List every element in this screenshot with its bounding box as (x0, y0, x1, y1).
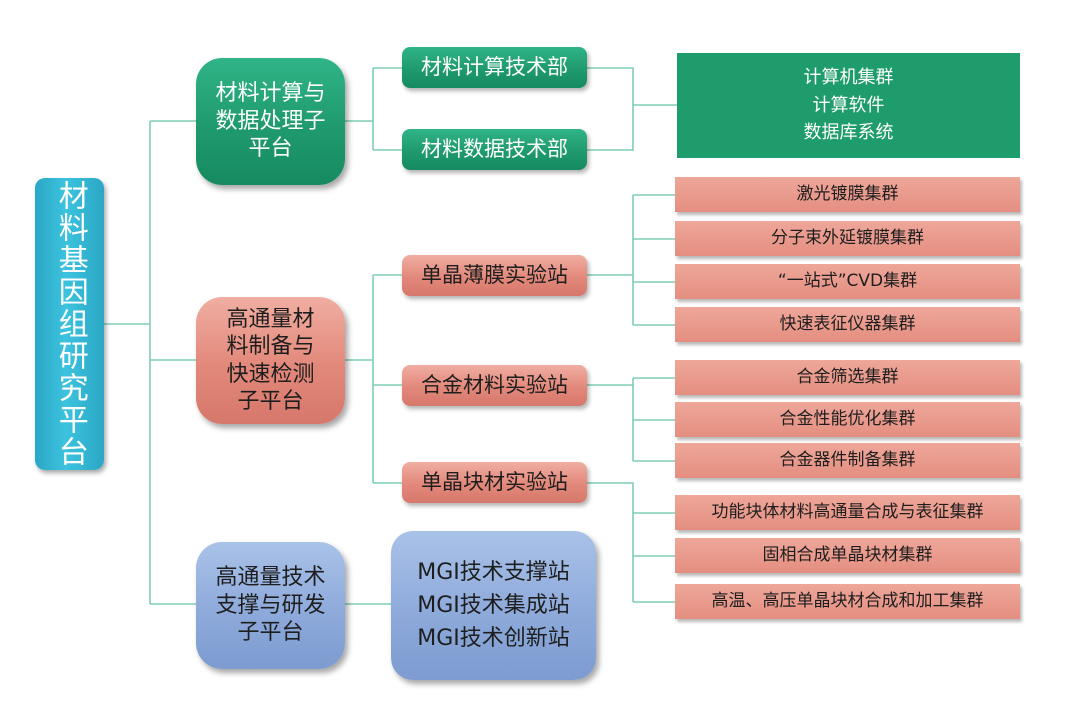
mgi-station: MGI技术支撑站 (417, 560, 570, 585)
cluster-alloy: 合金性能优化集群 (675, 402, 1020, 437)
dept-materials-data: 材料数据技术部 (402, 129, 587, 170)
cluster-alloy: 合金筛选集群 (675, 360, 1020, 395)
mgi-stations-box: MGI技术支撑站 MGI技术集成站 MGI技术创新站 (391, 531, 596, 680)
cluster-film: 激光镀膜集群 (675, 177, 1020, 212)
cluster-alloy: 合金器件制备集群 (675, 443, 1020, 478)
compute-item: 数据库系统 (803, 122, 894, 144)
sub-platform-computing: 材料计算与 数据处理子 平台 (196, 58, 345, 185)
sub-platform-tech-support: 高通量技术 支撑与研发 子平台 (196, 542, 345, 669)
sub-platform-tech-support-label: 高通量技术 支撑与研发 子平台 (215, 565, 326, 646)
compute-resources-box: 计算机集群 计算软件 数据库系统 (677, 53, 1020, 158)
connector-alloy-clusters (587, 377, 675, 462)
sub-platform-high-throughput-preparation: 高通量材 料制备与 快速检测 子平台 (196, 297, 345, 424)
connector-film-clusters (587, 194, 675, 326)
sub-platform-computing-label: 材料计算与 数据处理子 平台 (215, 81, 326, 162)
cluster-bulk: 功能块体材料高通量合成与表征集群 (675, 495, 1020, 530)
connector-depts-compute (587, 67, 677, 151)
connector-sub1-depts (345, 67, 402, 151)
station-single-crystal-bulk: 单晶块材实验站 (402, 462, 587, 503)
cluster-bulk: 高温、高压单晶块材合成和加工集群 (675, 584, 1020, 619)
compute-item: 计算机集群 (803, 66, 894, 88)
compute-item: 计算软件 (812, 94, 885, 116)
root-platform: 材料基因组研究平台 (35, 178, 104, 470)
cluster-film: “一站式”CVD集群 (675, 264, 1020, 299)
connector-sub2-stations (345, 274, 402, 484)
mgi-station: MGI技术集成站 (417, 593, 570, 618)
sub-platform-preparation-label: 高通量材 料制备与 快速检测 子平台 (226, 306, 315, 415)
cluster-film: 分子束外延镀膜集群 (675, 221, 1020, 256)
station-alloy-materials: 合金材料实验站 (402, 365, 587, 406)
connector-root-trunk (104, 121, 151, 604)
connector-bulk-clusters (587, 482, 675, 603)
dept-materials-computing: 材料计算技术部 (402, 47, 587, 88)
station-single-crystal-film: 单晶薄膜实验站 (402, 255, 587, 296)
cluster-bulk: 固相合成单晶块材集群 (675, 538, 1020, 573)
cluster-film: 快速表征仪器集群 (675, 307, 1020, 342)
mgi-station: MGI技术创新站 (417, 626, 570, 651)
